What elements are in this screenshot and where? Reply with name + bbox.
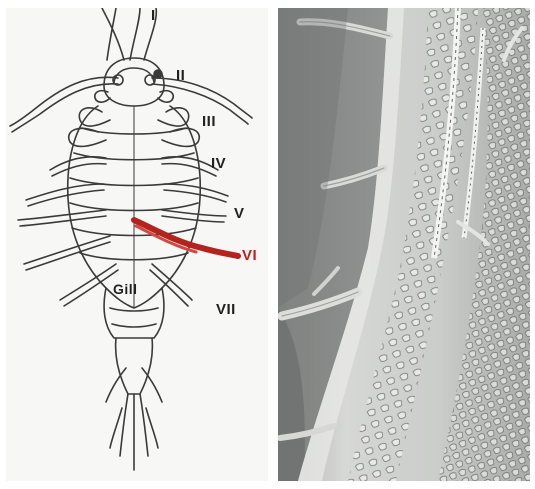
label-segment-v: V: [234, 206, 245, 221]
label-segment-vii: VII: [216, 302, 236, 317]
label-segment-ii: II: [176, 68, 185, 83]
arthropod-line-drawing: [6, 8, 268, 481]
highlighted-leg-vi: [134, 220, 238, 256]
label-segment-iii: III: [202, 114, 216, 129]
electron-micrograph-panel: [278, 8, 530, 481]
label-segment-iv: IV: [211, 156, 226, 171]
sem-micrograph-image: [278, 8, 530, 481]
label-segment-vi: VI: [242, 248, 257, 263]
label-gill: Gill: [113, 282, 138, 296]
line-drawing-panel: I II III IV V VI VII Gill: [6, 8, 268, 481]
label-segment-i: I: [151, 8, 156, 23]
